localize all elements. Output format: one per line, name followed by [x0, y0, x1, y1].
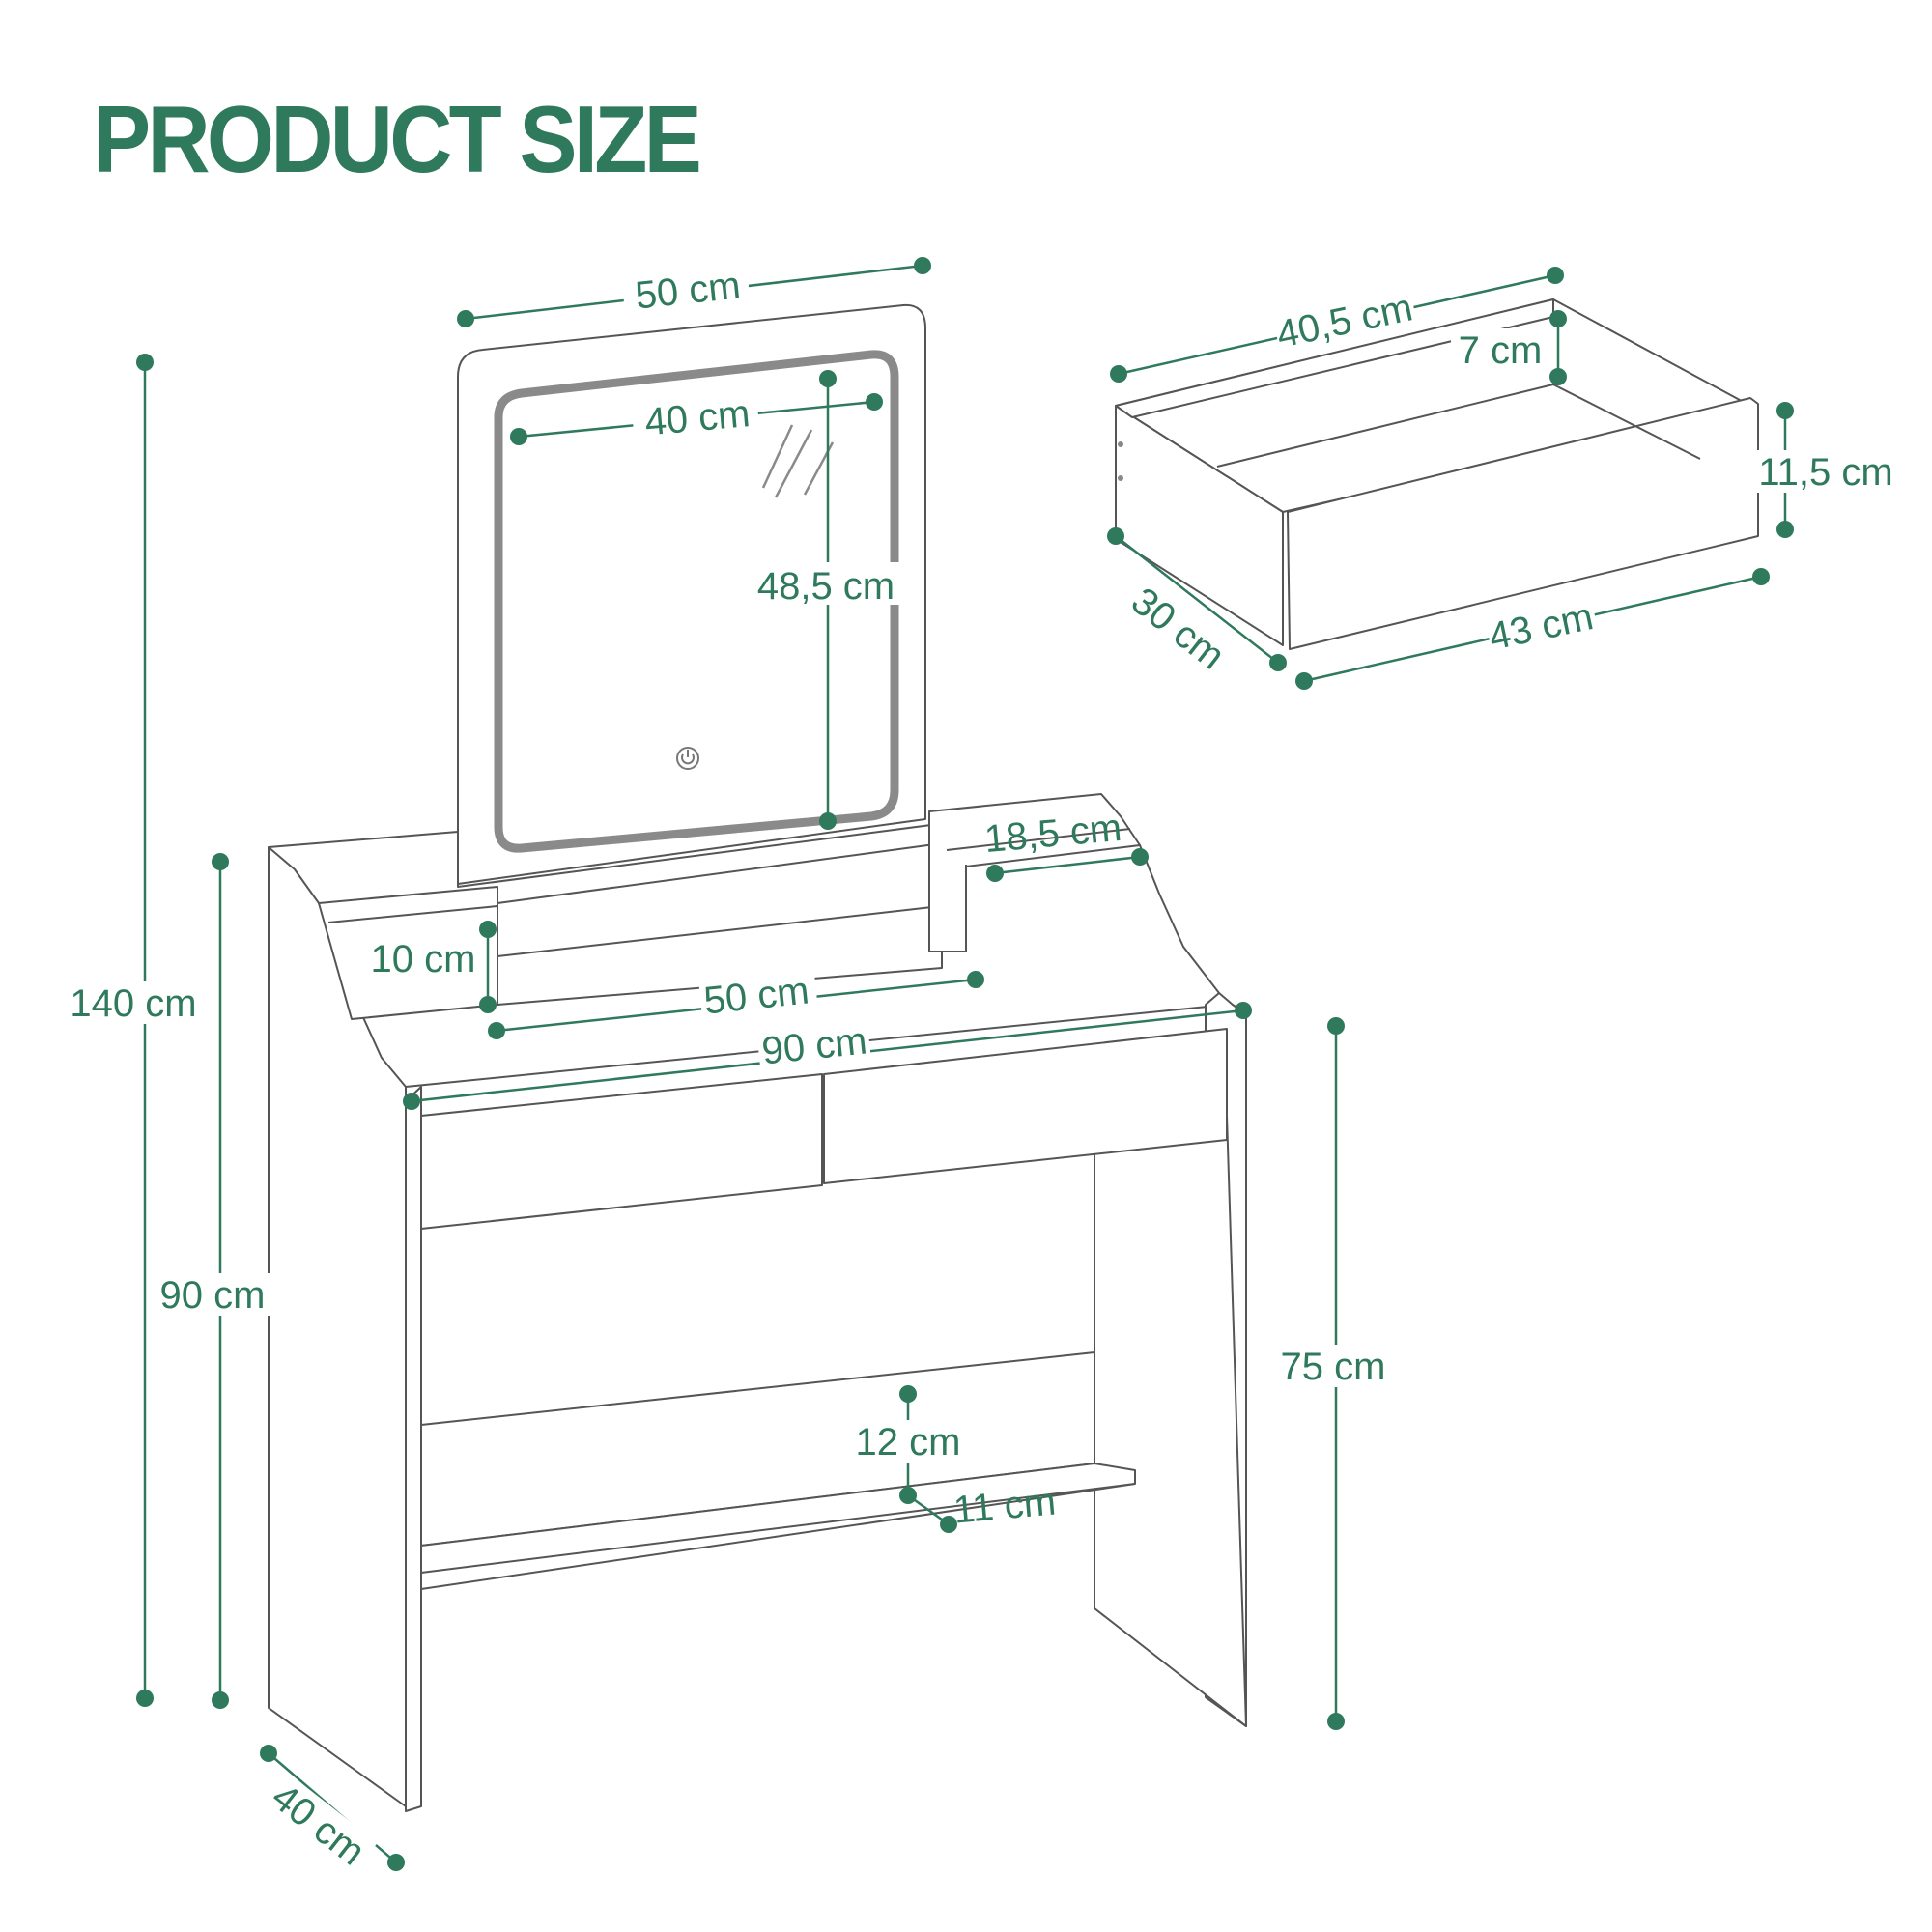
shelf-height-label: 10 cm	[371, 938, 476, 980]
right-drawer	[823, 1028, 1228, 1184]
front-right-leg	[1094, 1115, 1247, 1727]
total-height-label: 140 cm	[70, 982, 196, 1025]
power-icon[interactable]	[676, 747, 699, 770]
left-compartment-edge	[327, 905, 498, 923]
mirror-inner-width-label: 40 cm	[643, 392, 752, 443]
mirror	[457, 303, 926, 885]
left-drawer	[420, 1073, 823, 1230]
drawer-front-height-label: 11,5 cm	[1758, 451, 1892, 494]
right-compartment-edge	[946, 828, 1131, 851]
center-shelf-edge	[497, 902, 967, 957]
side-height-label: 90 cm	[160, 1274, 266, 1317]
footrest-edge	[420, 1483, 1136, 1574]
mirror-outer-width-label: 50 cm	[634, 264, 743, 317]
drawer-hole-bottom	[1118, 475, 1123, 481]
drawer-inner-height-label: 7 cm	[1459, 329, 1543, 372]
footrest-height-label: 12 cm	[856, 1421, 961, 1463]
mirror-glass	[494, 350, 899, 853]
drawer	[1115, 298, 1759, 650]
table-height-label: 75 cm	[1281, 1346, 1386, 1388]
drawer-right-inner-edge	[1552, 384, 1701, 460]
drawer-left-side	[1115, 405, 1284, 646]
drawer-front-width-label: 43 cm	[1485, 595, 1597, 659]
mirror-height-label: 48,5 cm	[757, 565, 895, 608]
page-title: PRODUCT SIZE	[93, 86, 702, 192]
depth-label: 40 cm	[264, 1776, 373, 1874]
footrest-depth-label: 11 cm	[952, 1480, 1057, 1531]
front-left-leg	[405, 1086, 422, 1812]
center-shelf	[497, 842, 943, 1006]
dimension-lines	[136, 257, 1794, 1871]
drawer-bottom-edge	[1216, 384, 1554, 468]
drawer-hole-top	[1118, 441, 1123, 447]
